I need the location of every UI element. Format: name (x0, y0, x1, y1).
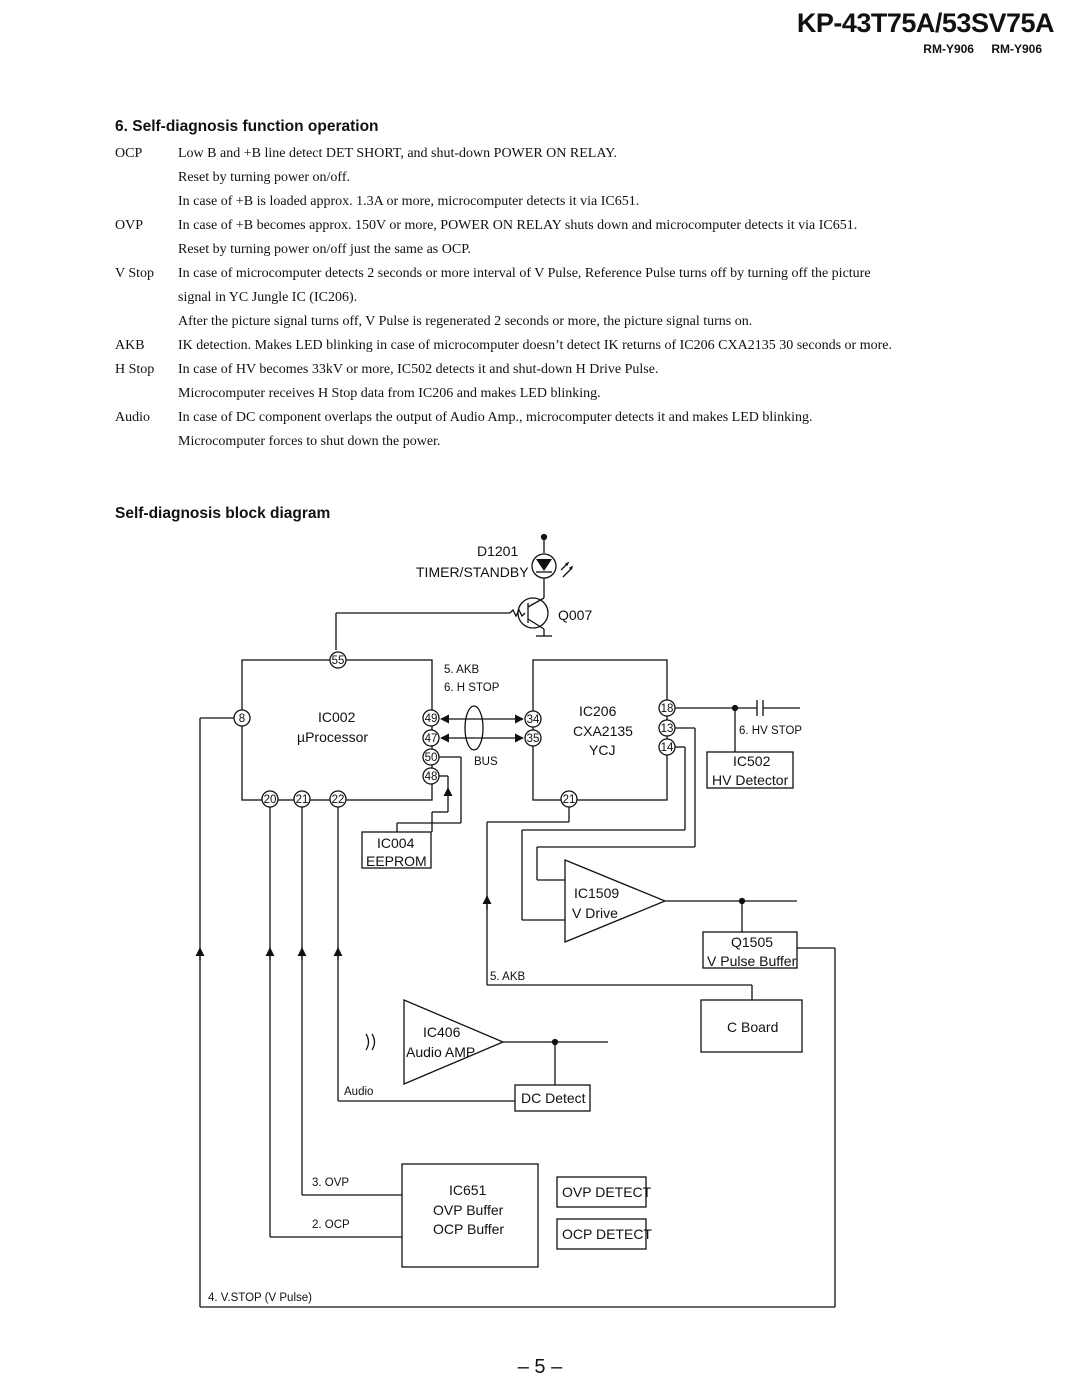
pin-number: 50 (425, 752, 438, 764)
pin-number: 47 (425, 733, 438, 745)
signal-ocp-label: 2. OCP (312, 1219, 350, 1231)
ic651-label: IC651 (449, 1182, 487, 1198)
desc-row-audio: Audio In case of DC component overlaps t… (115, 406, 1015, 454)
ic406-desc: Audio AMP (406, 1044, 475, 1060)
ic1509-amp (564, 859, 667, 943)
pin-number: 21 (563, 794, 576, 806)
desc-line: Reset by turning power on/off. (178, 170, 350, 185)
desc-line: IK detection. Makes LED blinking in case… (178, 338, 892, 353)
remote-model-1: RM-Y906 (923, 42, 974, 56)
base-resistor (509, 608, 526, 618)
pin-number: 14 (661, 742, 674, 754)
desc-line: After the picture signal turns off, V Pu… (178, 314, 753, 329)
d1201-label: D1201 (477, 543, 518, 559)
diagram-title: Self-diagnosis block diagram (115, 505, 331, 522)
desc-label: V Stop (115, 266, 155, 281)
signal-ovp-label: 3. OVP (312, 1177, 349, 1189)
desc-label: AKB (115, 338, 145, 353)
desc-line: Reset by turning power on/off just the s… (178, 242, 471, 257)
remote-model-2: RM-Y906 (991, 42, 1042, 56)
signal-hstop-label: 6. H STOP (444, 682, 500, 694)
dc-detect-block (514, 1084, 591, 1112)
desc-line: In case of +B becomes approx. 150V or mo… (178, 218, 858, 233)
ic502-label: IC502 (733, 753, 771, 769)
pin-number: 8 (239, 713, 245, 725)
ic406-amp (403, 999, 505, 1085)
audio-input-symbol (365, 1033, 376, 1051)
desc-label: OVP (115, 218, 144, 233)
pin-number: 13 (661, 723, 674, 735)
ic502-desc: HV Detector (712, 772, 789, 788)
pin-number: 34 (527, 714, 540, 726)
junction-dot (540, 533, 548, 541)
remote-models: RM-Y906 RM-Y906 (913, 42, 1042, 56)
ic1509-desc: V Drive (572, 905, 618, 921)
ic206-desc: YCJ (589, 742, 615, 758)
desc-line: In case of DC component overlaps the out… (178, 410, 813, 425)
ic651-block (401, 1163, 539, 1268)
ic502-block (706, 751, 794, 789)
bus-grouping-ellipse (464, 705, 484, 751)
bus-label: BUS (474, 756, 498, 768)
ovp-detect-block (556, 1176, 647, 1208)
model-number: KP-43T75A/53SV75A (796, 8, 1055, 38)
timer-standby-label: TIMER/STANDBY (416, 564, 529, 580)
ic651-line2: OCP Buffer (433, 1221, 504, 1237)
c-board-label: C Board (727, 1019, 778, 1035)
ic1509-label: IC1509 (574, 885, 619, 901)
ocp-detect-block (556, 1218, 647, 1250)
desc-line: In case of HV becomes 33kV or more, IC50… (178, 362, 659, 377)
desc-row-vstop: V Stop In case of microcomputer detects … (115, 262, 1015, 334)
ic206-label: IC206 (579, 703, 617, 719)
signal-akb-return-label: 5. AKB (490, 971, 525, 983)
desc-row-ovp: OVP In case of +B becomes approx. 150V o… (115, 214, 1015, 262)
desc-line: Low B and +B line detect DET SHORT, and … (178, 146, 617, 161)
desc-row-ocp: OCP Low B and +B line detect DET SHORT, … (115, 142, 1015, 214)
pin-number: 49 (425, 713, 438, 725)
signal-audio-label: Audio (344, 1086, 373, 1098)
ic002-desc: µProcessor (297, 729, 368, 745)
page-number: – 5 – (517, 1356, 563, 1378)
desc-line: In case of +B is loaded approx. 1.3A or … (178, 194, 640, 209)
q1505-block (702, 931, 798, 969)
desc-label: H Stop (115, 362, 155, 377)
desc-line: signal in YC Jungle IC (IC206). (178, 290, 358, 305)
section-title: 6. Self-diagnosis function operation (115, 118, 379, 135)
ic651-line1: OVP Buffer (433, 1202, 504, 1218)
pin-number: 21 (296, 794, 309, 806)
pin-number: 20 (264, 794, 277, 806)
pin-number: 35 (527, 733, 540, 745)
ic406-label: IC406 (423, 1024, 461, 1040)
ic004-label: IC004 (377, 835, 415, 851)
dc-detect-label: DC Detect (521, 1090, 586, 1106)
signal-akb-label: 5. AKB (444, 664, 479, 676)
desc-line: Microcomputer receives H Stop data from … (178, 386, 601, 401)
desc-row-akb: AKB IK detection. Makes LED blinking in … (115, 334, 1015, 358)
ocp-detect-label: OCP DETECT (562, 1226, 652, 1242)
pin-number: 55 (332, 655, 345, 667)
pin-number: 48 (425, 771, 438, 783)
ovp-detect-label: OVP DETECT (562, 1184, 652, 1200)
signal-vstop-label: 4. V.STOP (V Pulse) (208, 1292, 312, 1304)
desc-row-hstop: H Stop In case of HV becomes 33kV or mor… (115, 358, 1015, 406)
ic004-desc: EEPROM (366, 853, 427, 869)
signal-hvstop-label: 6. HV STOP (739, 725, 802, 737)
desc-label: Audio (115, 410, 150, 425)
q1505-desc: V Pulse Buffer (707, 953, 797, 969)
q1505-label: Q1505 (731, 934, 773, 950)
desc-label: OCP (115, 146, 143, 161)
pin-number: 22 (332, 794, 345, 806)
function-descriptions: OCP Low B and +B line detect DET SHORT, … (115, 142, 1015, 454)
transistor-q007-symbol (517, 597, 549, 629)
c-board-block (700, 999, 803, 1053)
q007-label: Q007 (558, 607, 592, 623)
desc-line: Microcomputer forces to shut down the po… (178, 434, 441, 449)
pin-number: 18 (661, 703, 674, 715)
desc-line: In case of microcomputer detects 2 secon… (178, 266, 871, 281)
ic002-label: IC002 (318, 709, 356, 725)
ic206-part: CXA2135 (573, 723, 633, 739)
